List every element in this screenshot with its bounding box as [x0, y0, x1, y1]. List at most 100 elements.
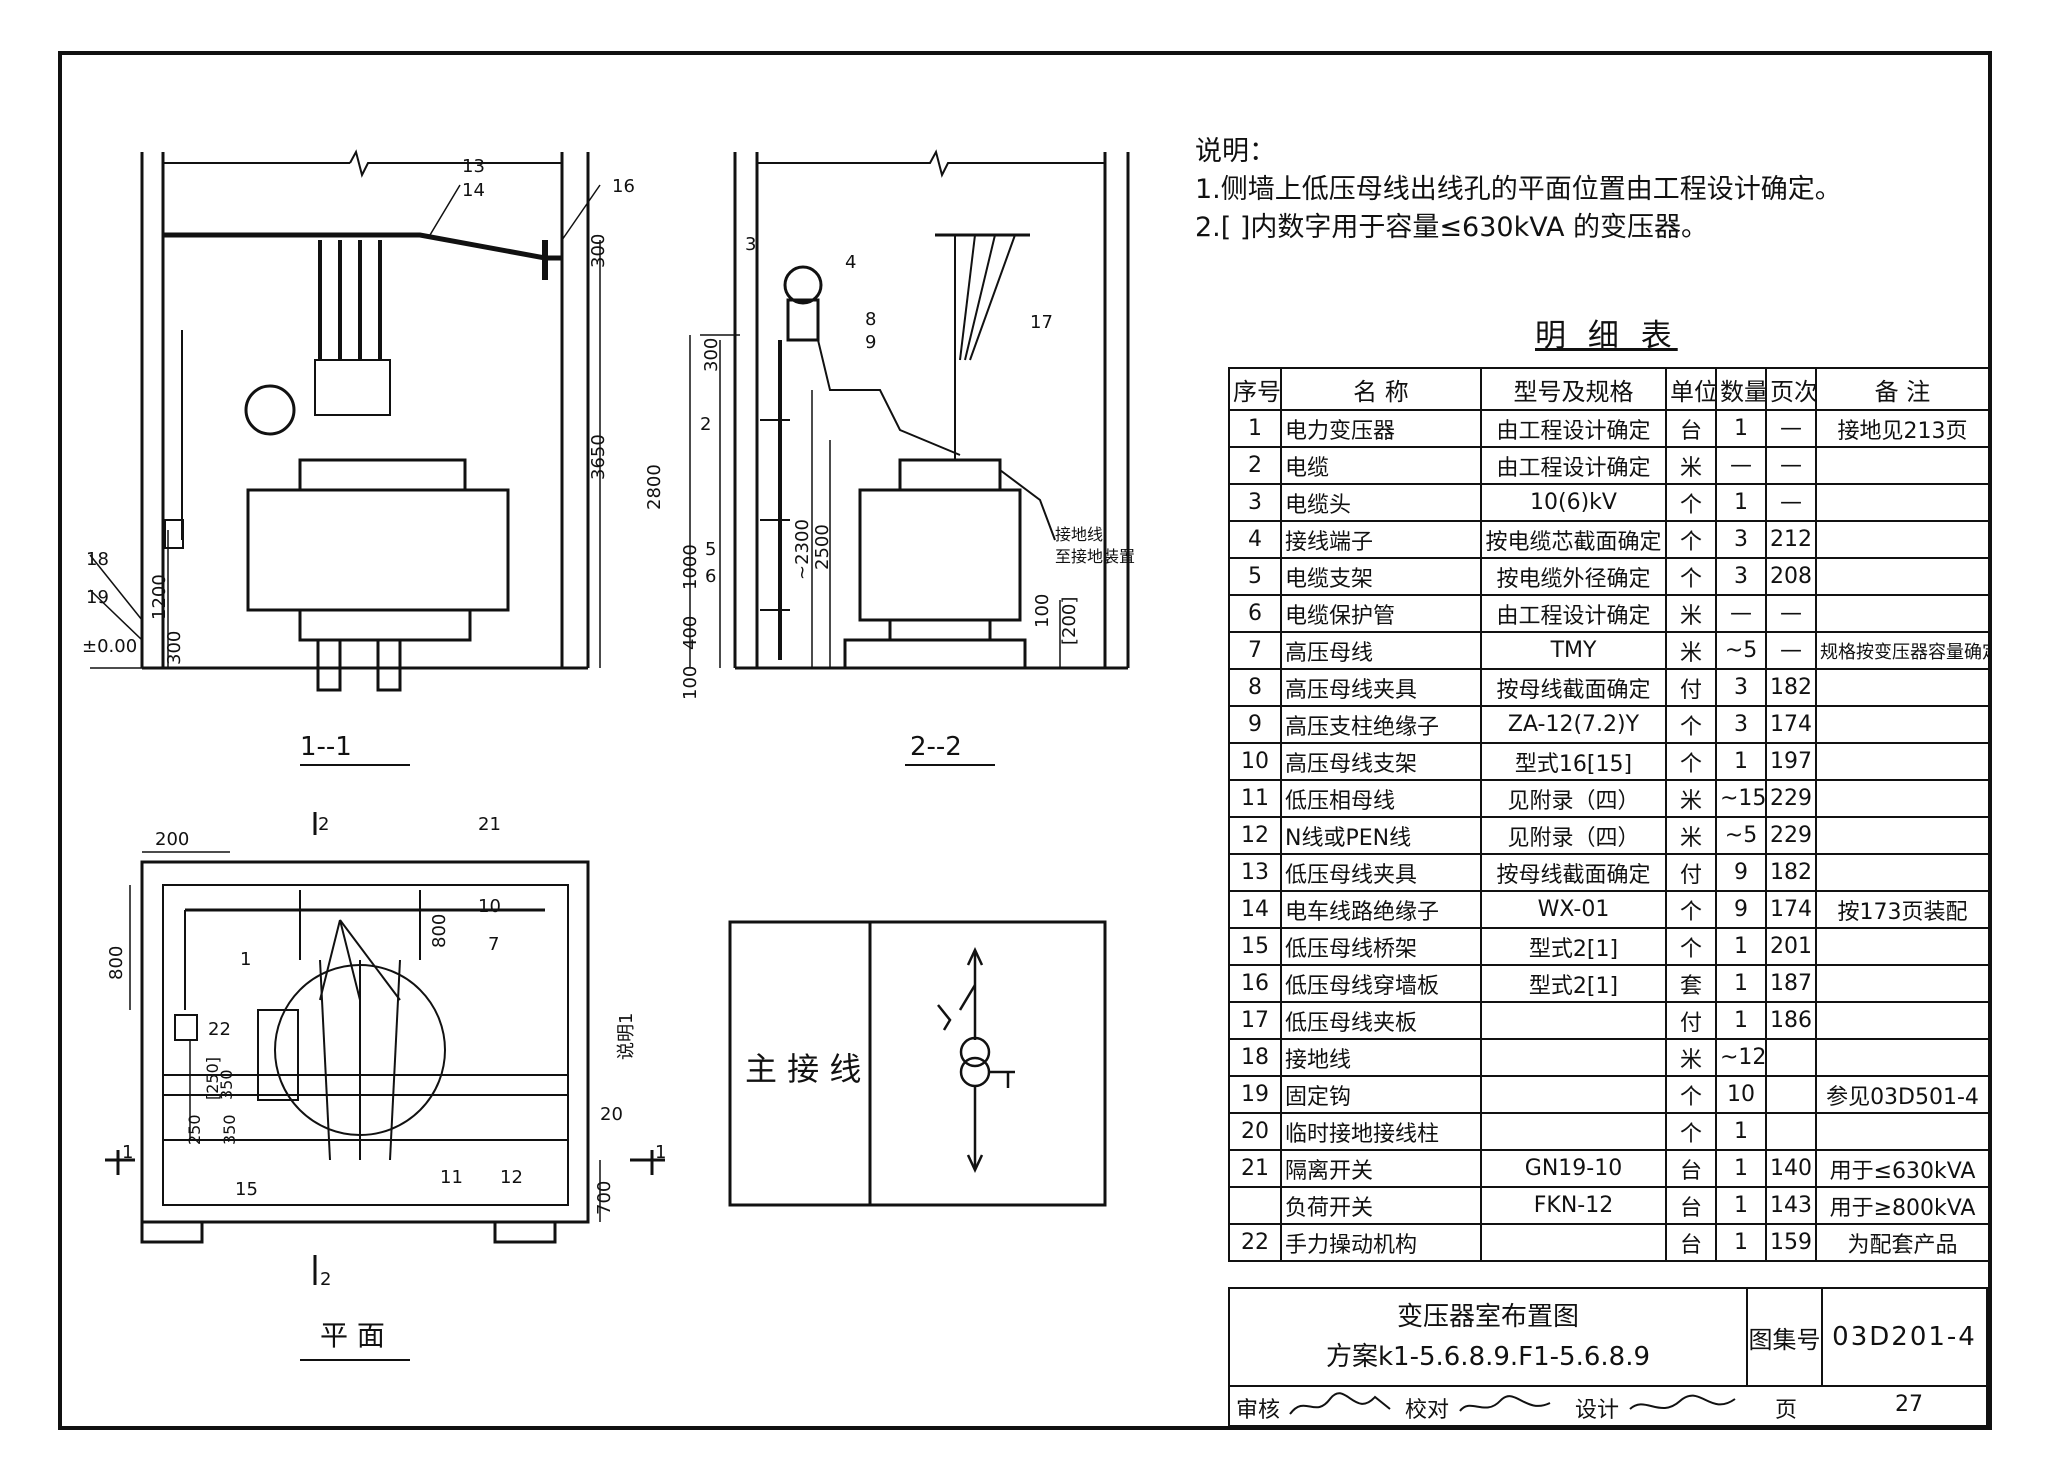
section2-dim-2300: ~2300	[792, 519, 813, 580]
table-cell-page: 229	[1765, 816, 1817, 855]
table-cell-no: 8	[1228, 668, 1282, 707]
table-cell-no: 22	[1228, 1223, 1282, 1262]
table-cell-unit: 个	[1665, 1112, 1717, 1151]
table-cell-name: 电力变压器	[1280, 409, 1482, 448]
table-cell-unit: 米	[1665, 446, 1717, 485]
table-cell-qty: —	[1715, 594, 1767, 633]
table-cell-remark	[1815, 1001, 1990, 1040]
section1-dim-3650: 3650	[588, 434, 609, 480]
table-cell-page	[1765, 1075, 1817, 1114]
table-cell-unit: 台	[1665, 1149, 1717, 1188]
table-cell-spec	[1480, 1112, 1667, 1151]
table-cell-qty: 9	[1715, 853, 1767, 892]
table-cell-qty: 3	[1715, 705, 1767, 744]
table-cell-spec: 由工程设计确定	[1480, 594, 1667, 633]
header-no: 序号	[1228, 367, 1282, 411]
table-cell-name: 电缆	[1280, 446, 1482, 485]
table-cell-page: —	[1765, 594, 1817, 633]
table-cell-page: 182	[1765, 668, 1817, 707]
plan-title: 平 面	[320, 1319, 385, 1352]
table-cell-no: 17	[1228, 1001, 1282, 1040]
table-cell-qty: 1	[1715, 1149, 1767, 1188]
table-cell-qty: ~5	[1715, 631, 1767, 670]
table-cell-page: 197	[1765, 742, 1817, 781]
table-cell-name: 高压母线夹具	[1280, 668, 1482, 707]
label-13: 13	[462, 156, 485, 177]
table-cell-spec: 见附录（四）	[1480, 816, 1667, 855]
main-wiring-label: 主 接 线	[745, 1050, 861, 1088]
table-cell-spec: 按电缆芯截面确定	[1480, 520, 1667, 559]
signature-row: 审核 校对 设计 页 27	[1228, 1387, 1988, 1427]
designer-signature	[1629, 1394, 1736, 1410]
parts-table-header: 序号 名 称 型号及规格 单位 数量 页次 备 注	[1228, 367, 1990, 411]
table-cell-unit: 个	[1665, 890, 1717, 929]
table-cell-remark: 用于≥800kVA	[1815, 1186, 1990, 1225]
table-cell-remark: 参见03D501-4	[1815, 1075, 1990, 1114]
table-cell-qty: 9	[1715, 890, 1767, 929]
table-cell-name: 高压支柱绝缘子	[1280, 705, 1482, 744]
table-cell-qty: 1	[1715, 742, 1767, 781]
table-cell-qty: ~15	[1715, 779, 1767, 818]
label-9: 9	[865, 332, 876, 353]
atlas-number: 03D201-4	[1823, 1287, 1988, 1387]
label-14: 14	[462, 180, 485, 201]
atlas-label: 图集号	[1748, 1287, 1823, 1387]
label-19: 19	[86, 587, 109, 608]
table-cell-name: 隔离开关	[1280, 1149, 1482, 1188]
label-2: 2	[700, 414, 711, 435]
table-cell-spec: TMY	[1480, 631, 1667, 670]
table-cell-page: 229	[1765, 779, 1817, 818]
label-8: 8	[865, 309, 876, 330]
section-2-2-annotations: 300 2800 ~2300 2500 1000 400 100 100 [20…	[644, 234, 1135, 766]
table-cell-unit: 付	[1665, 668, 1717, 707]
table-cell-unit: 付	[1665, 1001, 1717, 1040]
table-cell-spec: 由工程设计确定	[1480, 409, 1667, 448]
table-cell-name: 低压母线夹板	[1280, 1001, 1482, 1040]
section2-dim-100: 100	[680, 666, 701, 700]
table-cell-page	[1765, 1112, 1817, 1151]
table-cell-page: —	[1765, 409, 1817, 448]
table-cell-remark	[1815, 1112, 1990, 1151]
label-3: 3	[745, 234, 756, 255]
header-unit: 单位	[1665, 367, 1717, 411]
plan-dim-350: 350	[220, 1114, 239, 1145]
table-cell-spec: 按母线截面确定	[1480, 668, 1667, 707]
header-spec: 型号及规格	[1480, 367, 1667, 411]
reviewer-signature	[1289, 1392, 1391, 1415]
table-cell-spec	[1480, 1001, 1667, 1040]
wiring-symbol	[937, 947, 1015, 1173]
page-number: 27	[1895, 1392, 1923, 1417]
table-cell-spec: 按母线截面确定	[1480, 853, 1667, 892]
table-cell-page: 201	[1765, 927, 1817, 966]
label-6: 6	[705, 566, 716, 587]
table-cell-unit: 台	[1665, 1223, 1717, 1262]
table-cell-spec: 型式2[1]	[1480, 964, 1667, 1003]
section1-dim-300: 300	[588, 234, 609, 268]
header-name: 名 称	[1280, 367, 1482, 411]
table-cell-page: 143	[1765, 1186, 1817, 1225]
section2-dim-400: 400	[680, 616, 701, 650]
label-20: 20	[600, 1104, 623, 1125]
table-cell-remark	[1815, 742, 1990, 781]
table-cell-name: 电缆支架	[1280, 557, 1482, 596]
label-22: 22	[208, 1019, 231, 1040]
table-cell-name: 临时接地接线柱	[1280, 1112, 1482, 1151]
plan-dim-800-left: 800	[106, 946, 127, 980]
table-cell-no: 19	[1228, 1075, 1282, 1114]
note-item-2: 2.[ ]内数字用于容量≤630kVA 的变压器。	[1195, 212, 1708, 243]
plan-dim-200: 200	[155, 829, 189, 850]
table-cell-page	[1765, 1038, 1817, 1077]
table-cell-no: 15	[1228, 927, 1282, 966]
main-wiring-box: 主 接 线	[728, 920, 1107, 1207]
table-cell-no: 4	[1228, 520, 1282, 559]
